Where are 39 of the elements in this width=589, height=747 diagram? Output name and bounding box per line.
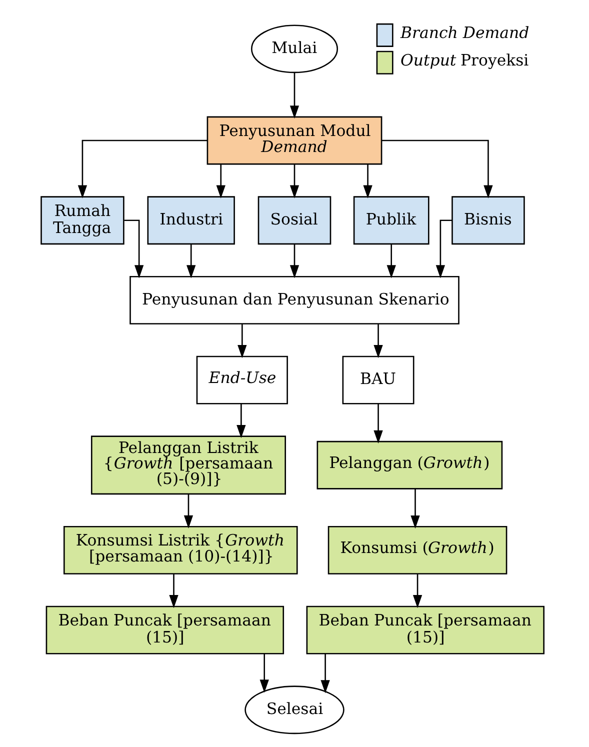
node-box: Penyusunan Modul Demand xyxy=(206,116,382,165)
node-box: End-Use xyxy=(196,356,288,404)
arrow xyxy=(124,220,144,278)
arrow xyxy=(382,140,493,198)
arrow xyxy=(374,404,383,444)
arrow xyxy=(290,164,300,198)
node-box: Sosial xyxy=(258,196,332,245)
arrow xyxy=(216,164,226,198)
arrow xyxy=(412,574,422,608)
arrow xyxy=(186,244,196,278)
arrow xyxy=(290,244,300,278)
node-box: Pelanggan Listrik {Growth [persamaan (5)-(9)]} xyxy=(90,436,286,495)
node-box: Publik xyxy=(353,196,430,245)
arrow xyxy=(363,164,372,198)
node-box: Konsumsi Listrik {Growth [persamaan (10)-(14)]} xyxy=(63,526,298,574)
node-box: Penyusunan dan Penyusunan Skenario xyxy=(130,276,460,324)
legend-label: Output Proyeksi xyxy=(400,50,529,70)
node-box: BAU xyxy=(342,356,414,404)
arrow xyxy=(386,244,396,278)
arrow xyxy=(320,654,330,694)
node-ellipse: Selesai xyxy=(244,686,344,734)
node-box: Pelanggan (Growth) xyxy=(316,440,503,490)
arrow xyxy=(236,404,246,438)
arrow xyxy=(374,324,383,358)
arrow xyxy=(238,324,247,358)
arrow xyxy=(260,654,269,693)
node-box: Beban Puncak [persamaan (15)] xyxy=(46,606,284,654)
arrow xyxy=(169,574,178,608)
node-ellipse: Mulai xyxy=(250,24,338,74)
arrow xyxy=(184,494,194,528)
legend-label: Branch Demand xyxy=(400,22,530,42)
arrow xyxy=(410,488,420,529)
node-box: Industri xyxy=(147,196,235,245)
node-box: Rumah Tangga xyxy=(40,196,124,245)
node-box: Konsumsi (Growth) xyxy=(328,526,508,574)
arrow xyxy=(290,72,300,119)
node-box: Bisnis xyxy=(452,196,525,245)
node-box: Beban Puncak [persamaan (15)] xyxy=(306,606,544,654)
arrow xyxy=(78,140,208,198)
